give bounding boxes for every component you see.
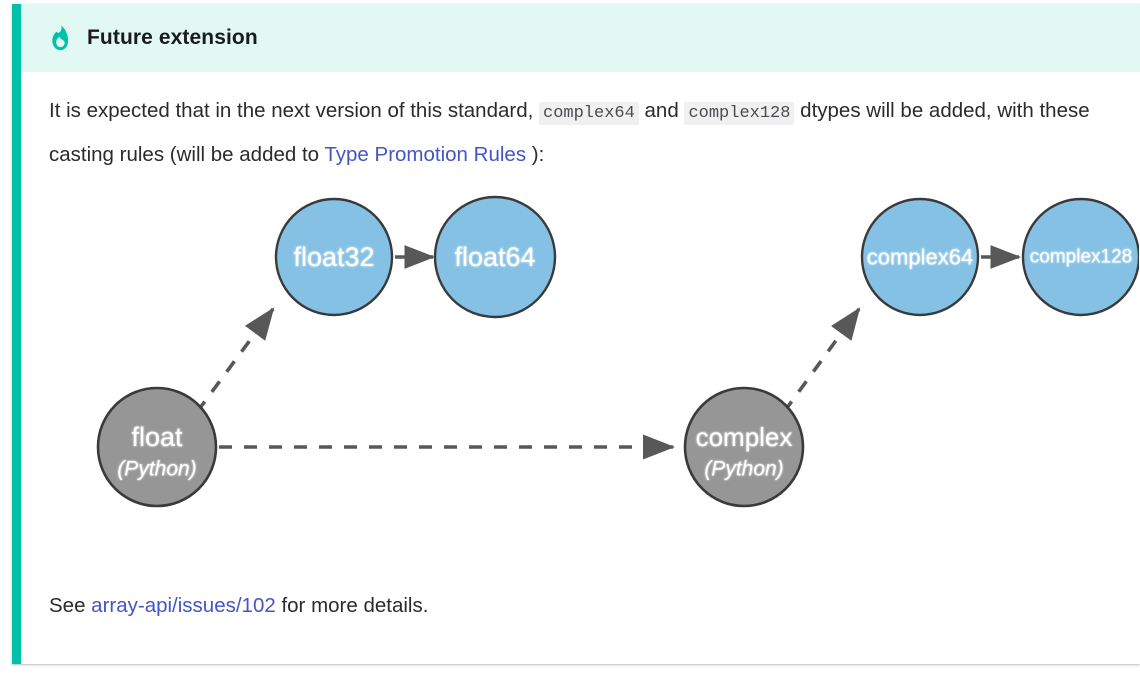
see-also-paragraph: See array-api/issues/102 for more detail… xyxy=(49,589,1112,623)
diagram-nodes: float32 float64 complex64 complex128 xyxy=(96,195,1139,508)
node-label-float32: float32 xyxy=(293,242,374,272)
diagram-edges xyxy=(195,245,1022,460)
type-promotion-rules-link[interactable]: Type Promotion Rules xyxy=(324,143,527,166)
future-extension-admonition: Future extension It is expected that in … xyxy=(12,4,1140,664)
intro-text-seg3: dtypes will be added, with these casting… xyxy=(49,99,1090,166)
casting-rules-diagram: float32 float64 complex64 complex128 xyxy=(49,189,1139,589)
node-float32[interactable]: float32 xyxy=(274,197,394,317)
code-complex128: complex128 xyxy=(684,102,795,125)
code-complex64: complex64 xyxy=(539,102,639,125)
node-sublabel-complex: (Python) xyxy=(704,458,783,481)
node-label-complex: complex xyxy=(696,422,793,452)
see-text-seg2: for more details. xyxy=(275,594,429,617)
edge-float-to-float32 xyxy=(195,307,275,414)
intro-text-seg2: and xyxy=(638,99,685,122)
node-label-float64: float64 xyxy=(454,242,535,272)
node-complex-python[interactable]: complex (Python) xyxy=(683,386,805,508)
flame-icon xyxy=(49,25,71,51)
admonition-body: It is expected that in the next version … xyxy=(21,72,1140,623)
node-label-complex128: complex128 xyxy=(1030,247,1132,268)
admonition-title-bar: Future extension xyxy=(21,4,1140,72)
node-float64[interactable]: float64 xyxy=(433,195,557,319)
node-float-python[interactable]: float (Python) xyxy=(96,386,218,508)
node-sublabel-float: (Python) xyxy=(117,458,196,481)
admonition-title-label: Future extension xyxy=(87,26,258,49)
intro-text-seg4: ): xyxy=(526,143,545,166)
diagram-svg: float32 float64 complex64 complex128 xyxy=(96,195,1139,508)
node-complex128[interactable]: complex128 xyxy=(1021,197,1139,317)
array-api-issue-link[interactable]: array-api/issues/102 xyxy=(91,594,276,617)
node-label-complex64: complex64 xyxy=(867,245,973,270)
see-text-seg1: See xyxy=(49,594,92,617)
intro-text-seg1: It is expected that in the next version … xyxy=(49,99,539,122)
node-complex64[interactable]: complex64 xyxy=(860,197,980,317)
edge-complex-to-complex64 xyxy=(782,307,861,414)
intro-paragraph: It is expected that in the next version … xyxy=(49,90,1112,175)
node-label-float: float xyxy=(131,422,183,452)
